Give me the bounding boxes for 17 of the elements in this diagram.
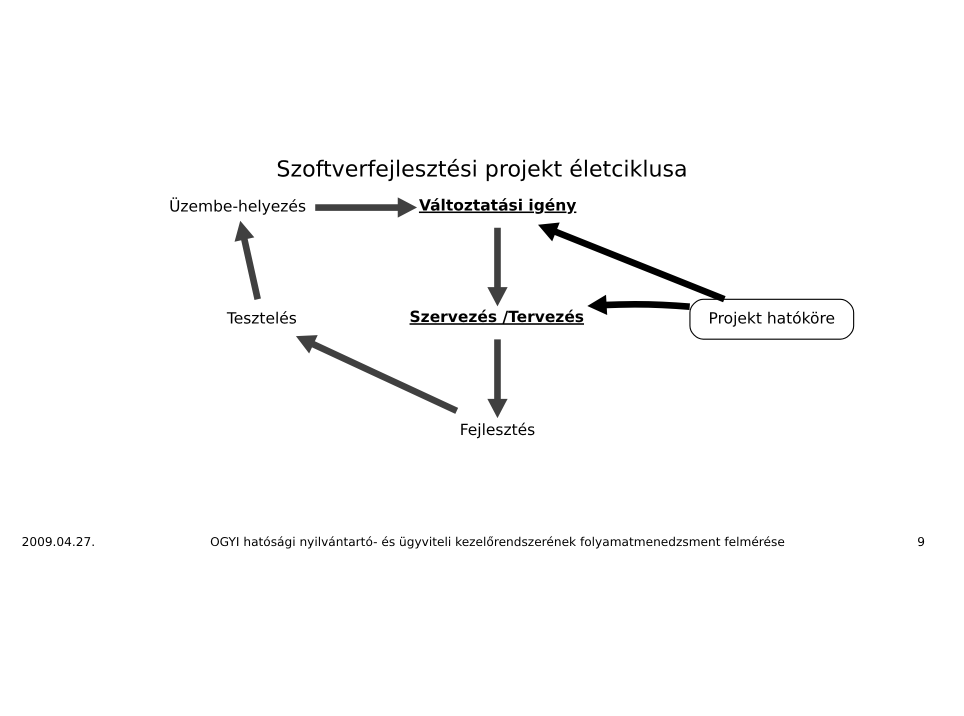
diagram-title: Szoftverfejlesztési projekt életciklusa bbox=[276, 156, 688, 182]
arrow bbox=[587, 294, 690, 314]
node-box: Projekt hatóköre bbox=[689, 298, 854, 340]
label: 9 bbox=[917, 534, 925, 548]
node-text: Üzembe-helyezés bbox=[169, 197, 306, 216]
arrow bbox=[296, 334, 458, 414]
label: 2009.04.27. bbox=[22, 534, 96, 548]
node-text: Tesztelés bbox=[226, 308, 297, 327]
node-text: Szervezés /Tervezés bbox=[410, 308, 584, 326]
arrow bbox=[487, 338, 508, 418]
arrow bbox=[315, 196, 418, 218]
arrow bbox=[538, 222, 726, 302]
label: OGYI hatósági nyilvántartó- és ügyviteli kezelőrendszerének folyamatmenedzsment felmérése bbox=[210, 534, 785, 548]
node-text: Változtatási igény bbox=[418, 196, 576, 214]
node-text: Fejlesztés bbox=[460, 420, 536, 439]
arrow bbox=[234, 220, 261, 300]
arrow bbox=[487, 227, 508, 306]
